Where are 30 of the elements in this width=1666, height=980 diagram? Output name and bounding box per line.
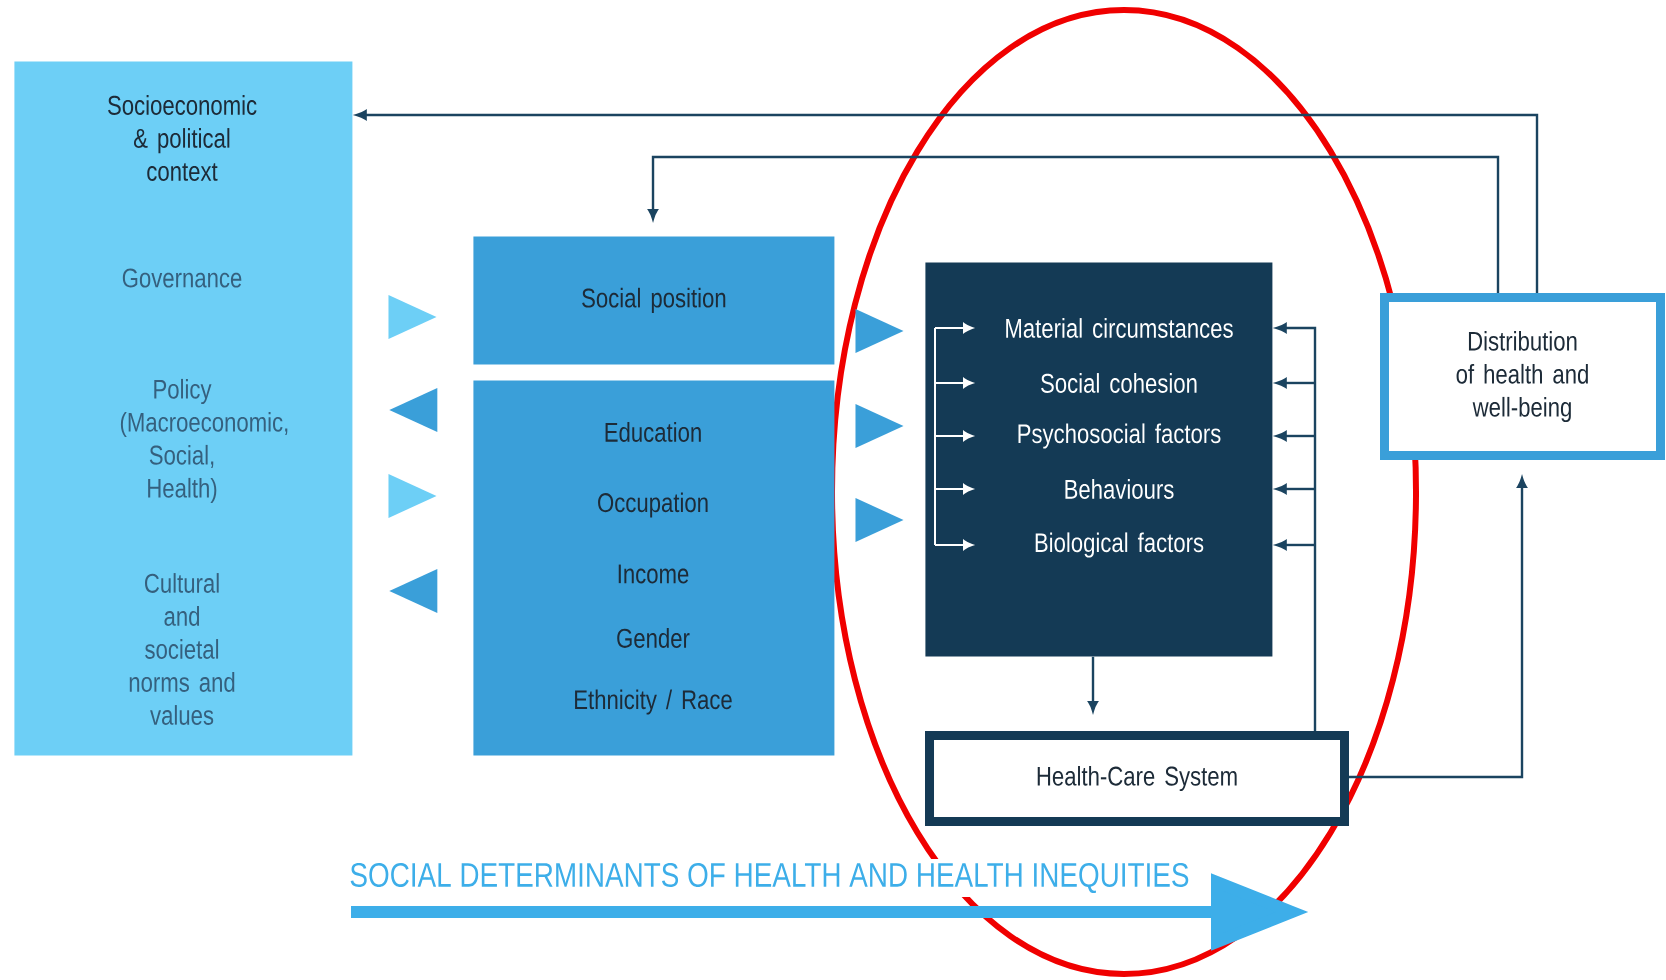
box-text: Socioeconomic & political context	[108, 95, 257, 181]
box-text: Governance	[122, 268, 242, 288]
box-text: Gender	[617, 628, 690, 648]
box-text: Policy (Macroeconomic, Social, Health)	[120, 378, 288, 504]
arrow	[389, 388, 438, 432]
box-text: Ethnicity / Race	[575, 689, 732, 715]
arrow	[388, 474, 437, 518]
arrow	[648, 155, 1500, 293]
box-text: Education	[605, 422, 701, 442]
arrow	[855, 404, 904, 448]
box-text: Occupation	[598, 492, 708, 518]
arrow	[1349, 477, 1527, 779]
box-text: Psychosocial factors	[1018, 423, 1221, 449]
arrow	[855, 498, 904, 542]
box-text: Material circumstances	[1006, 318, 1233, 338]
outcome-box: Distribution of health and well-being	[1380, 293, 1665, 460]
position-box: Social position	[473, 236, 835, 365]
banner-text: SOCIAL DETERMINANTS OF HEALTH AND HEALTH INEQUITIES	[345, 858, 1194, 898]
box-text: Social cohesion	[1041, 373, 1197, 393]
arrow	[356, 110, 1539, 293]
box-text: Income	[618, 564, 689, 584]
arrow	[389, 569, 438, 613]
box-text: Cultural and societal norms and values	[129, 573, 235, 725]
box-text: Biological factors	[1035, 532, 1204, 558]
arrow	[855, 309, 904, 353]
box-text: Behaviours	[1065, 479, 1174, 499]
arrow	[1088, 656, 1098, 712]
arrow	[388, 295, 437, 339]
health-care-box: Health-Care System	[925, 731, 1349, 826]
arrow	[1276, 323, 1317, 731]
